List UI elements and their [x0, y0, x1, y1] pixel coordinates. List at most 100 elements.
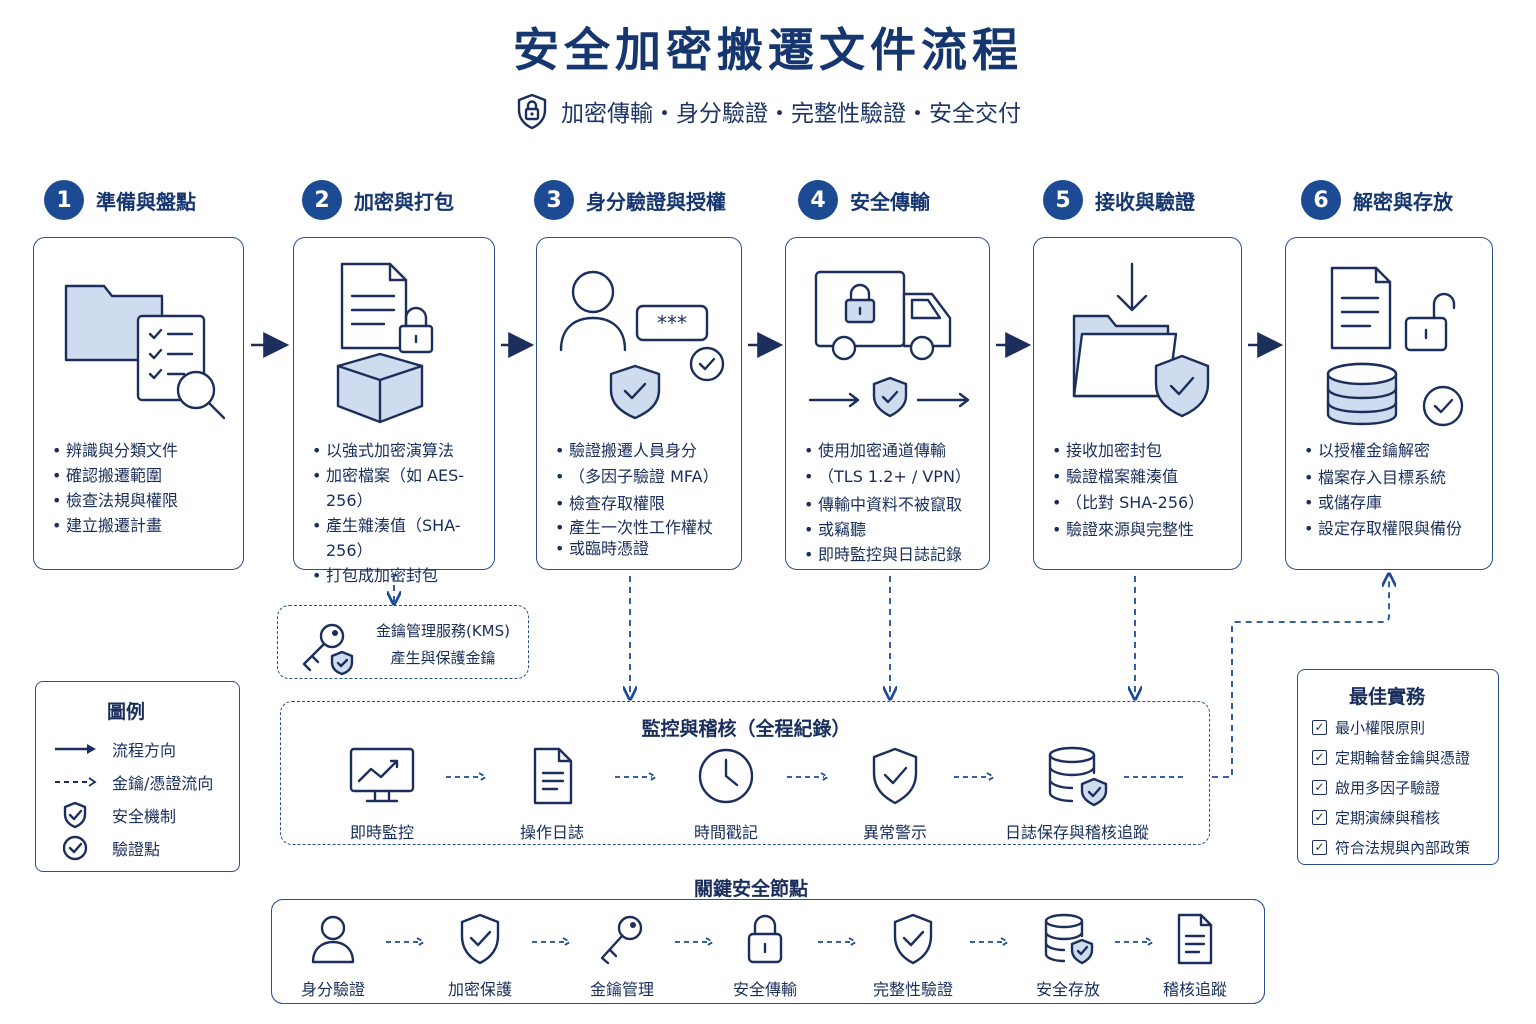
document-unlock-database-icon [1326, 266, 1464, 427]
padlock-icon [747, 914, 783, 964]
monitor-item-archive: 日誌保存與稽核追蹤 [997, 745, 1157, 843]
legend-label: 流程方向 [112, 740, 177, 760]
step-6-header: 6 解密與存放 [1301, 180, 1453, 220]
key-node-label: 加密保護 [447, 980, 512, 999]
kms-subtitle: 產生與保護金鑰 [390, 649, 496, 667]
list-item: 確認搬遷範圍 [52, 463, 235, 488]
step-2-header: 2 加密與打包 [302, 180, 454, 220]
best-practice-label: 符合法規與內部政策 [1335, 838, 1471, 857]
legend-label: 安全機制 [112, 806, 177, 826]
step-2-bullets: 以強式加密演算法 加密檔案（如 AES-256） 產生雜湊值（SHA-256） … [312, 438, 486, 588]
key-node-label: 完整性驗證 [872, 980, 953, 999]
best-practices: 最佳實務 ✓ 最小權限原則 ✓ 定期輪替金鑰與憑證 ✓ 啟用多因子驗證 ✓定期演練與稽… [1297, 669, 1499, 865]
step-title: 解密與存放 [1353, 189, 1453, 214]
shield-check-icon [872, 747, 918, 805]
key-node-key-management: 金鑰管理 [557, 912, 687, 1000]
step-number: 4 [798, 180, 838, 220]
step-3-header: 3 身分驗證與授權 [534, 180, 726, 220]
user-password-shield-icon: *** [559, 270, 725, 420]
monitor-item-timestamp: 時間戳記 [646, 745, 806, 843]
monitor-item-log: 操作日誌 [472, 745, 632, 843]
best-practices-title: 最佳實務 [1348, 686, 1425, 708]
key-icon [600, 915, 643, 965]
checkbox-icon: ✓ [1312, 839, 1327, 855]
step-number: 2 [302, 180, 342, 220]
key-node-storage: 安全存放 [1003, 912, 1133, 1000]
document-lock-box-icon [336, 262, 434, 424]
list-item: 產生雜湊值（SHA-256） [312, 513, 486, 563]
download-folder-shield-icon [1072, 262, 1210, 418]
key-node-identity: 身分驗證 [268, 912, 398, 1000]
checkbox-icon: ✓ [1312, 749, 1327, 765]
legend-label: 金鑰/憑證流向 [112, 773, 214, 793]
list-item: 以授權金鑰解密 [1304, 438, 1484, 463]
subtitle-text: 加密傳輸・身分驗證・完整性驗證・安全交付 [561, 101, 1021, 127]
document-icon [1177, 913, 1213, 965]
list-item: （多因子驗證 MFA） [555, 463, 733, 490]
step-1-header: 1 準備與盤點 [44, 180, 196, 220]
best-practice-item: ✓定期演練與稽核 [1312, 802, 1470, 832]
key-node-integrity: 完整性驗證 [848, 912, 978, 1000]
list-item: （比對 SHA-256） [1052, 491, 1233, 515]
list-item: 設定存取權限與備份 [1304, 513, 1484, 544]
list-item: 或臨時憑證 [555, 539, 733, 559]
monitor-item-realtime: 即時監控 [302, 745, 462, 843]
monitor-label: 時間戳記 [693, 823, 758, 842]
subtitle: 加密傳輸・身分驗證・完整性驗證・安全交付 [0, 92, 1536, 130]
list-item: 建立搬遷計畫 [52, 513, 235, 538]
step-1-bullets: 辨識與分類文件 確認搬遷範圍 檢查法規與權限 建立搬遷計畫 [52, 438, 235, 538]
legend: 圖例 流程方向 金鑰/憑證流向 安全機制 驗證點 [35, 681, 240, 872]
shield-check-icon [460, 913, 500, 965]
step-3-bullets: 驗證搬遷人員身分 （多因子驗證 MFA） 檢查存取權限 產生一次性工作權杖 或臨… [555, 438, 733, 559]
step-number: 6 [1301, 180, 1341, 220]
step-title: 接收與驗證 [1095, 189, 1195, 214]
list-item: 驗證檔案雜湊值 [1052, 463, 1233, 491]
list-item: 加密檔案（如 AES-256） [312, 463, 486, 513]
monitoring-title: 監控與稽核（全程紀錄） [641, 718, 851, 740]
key-node-label: 安全傳輸 [732, 980, 797, 999]
legend-item-security: 安全機制 [52, 798, 213, 831]
best-practice-label: 啟用多因子驗證 [1335, 778, 1441, 797]
best-practice-label: 最小權限原則 [1335, 718, 1426, 737]
list-item: 驗證來源與完整性 [1052, 515, 1233, 544]
step-4-header: 4 安全傳輸 [798, 180, 930, 220]
checkbox-icon: ✓ [1312, 719, 1327, 735]
list-item: 辨識與分類文件 [52, 438, 235, 463]
solid-arrow-icon [55, 743, 96, 754]
list-item: （TLS 1.2+ / VPN） [804, 463, 981, 491]
key-nodes-title: 關鍵安全節點 [693, 878, 808, 900]
list-item: 產生一次性工作權杖 [555, 517, 733, 539]
step-3-card: *** 驗證搬遷人員身分 （多因子驗證 MFA） 檢查存取權限 產生一次性工作權… [536, 237, 742, 570]
key-node-label: 金鑰管理 [589, 980, 654, 999]
list-item: 檢查存取權限 [555, 490, 733, 517]
step-4-card: 使用加密通道傳輸 （TLS 1.2+ / VPN） 傳輸中資料不被竄取 或竊聽 … [785, 237, 990, 570]
step-6-bullets: 以授權金鑰解密 檔案存入目標系統 或儲存庫 設定存取權限與備份 [1304, 438, 1484, 544]
list-item: 傳輸中資料不被竄取 [804, 491, 981, 519]
list-item: 即時監控與日誌記錄 [804, 541, 981, 569]
list-item: 或竊聽 [804, 519, 981, 541]
step-number: 1 [44, 180, 84, 220]
key-node-encryption: 加密保護 [415, 912, 545, 1000]
checkbox-icon: ✓ [1312, 809, 1327, 825]
list-item: 使用加密通道傳輸 [804, 438, 981, 463]
kms-title: 金鑰管理服務(KMS) [375, 622, 510, 640]
step-title: 安全傳輸 [850, 189, 930, 214]
list-item: 打包成加密封包 [312, 563, 486, 588]
folder-checklist-search-icon [64, 284, 226, 420]
best-practice-item: ✓ 定期輪替金鑰與憑證 [1312, 742, 1470, 772]
monitor-label: 操作日誌 [519, 823, 584, 842]
best-practice-label: 定期輪替金鑰與憑證 [1335, 748, 1471, 767]
list-item: 接收加密封包 [1052, 438, 1233, 463]
circle-check-icon [62, 835, 88, 860]
list-item: 驗證搬遷人員身分 [555, 438, 733, 463]
monitor-label: 即時監控 [349, 823, 414, 842]
key-node-label: 安全存放 [1035, 980, 1100, 999]
list-item: 檢查法規與權限 [52, 488, 235, 513]
svg-text:***: *** [657, 311, 687, 335]
kms-box: 金鑰管理服務(KMS) 產生與保護金鑰 [277, 605, 529, 679]
database-shield-icon [1048, 746, 1108, 807]
checkbox-icon: ✓ [1312, 779, 1327, 795]
database-shield-icon [1044, 913, 1094, 965]
key-node-secure-transfer: 安全傳輸 [700, 912, 830, 1000]
best-practice-item: ✓ 符合法規與內部政策 [1312, 832, 1470, 862]
